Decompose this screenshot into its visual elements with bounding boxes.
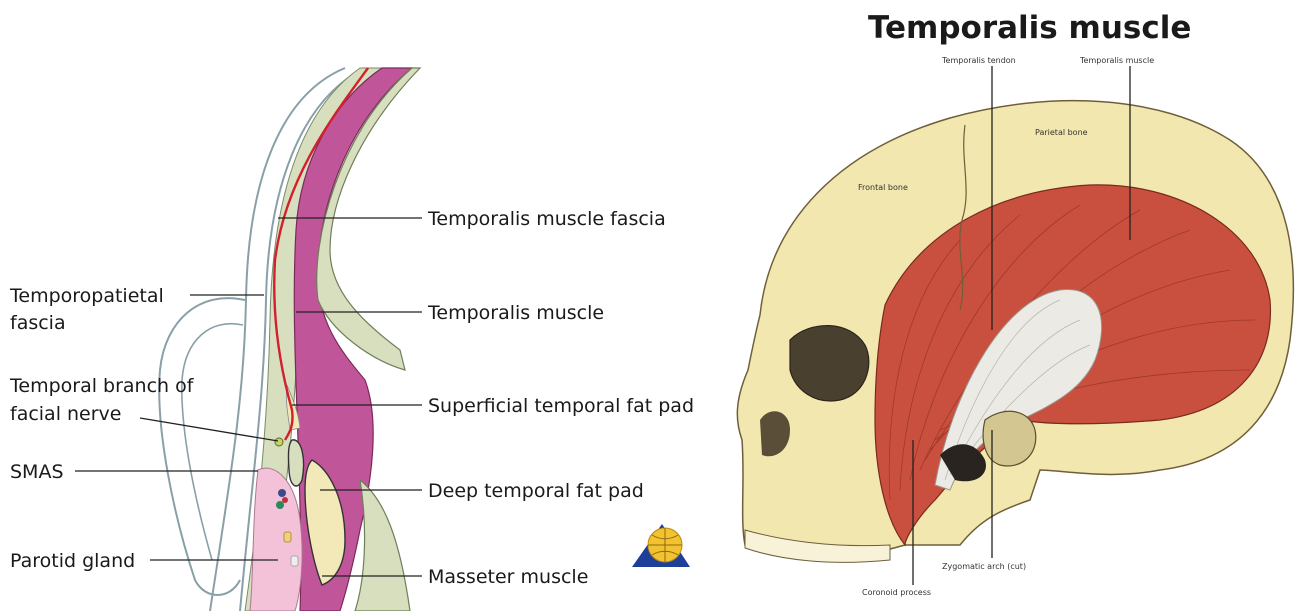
label-temporal-branch-2: facial nerve xyxy=(10,403,122,425)
vessel-dot-3 xyxy=(282,497,288,503)
parotid-duct-1 xyxy=(284,532,291,542)
label-temporoparietal-fascia-1: Temporopatietal xyxy=(9,285,164,307)
label-deep-temporal-fat-pad: Deep temporal fat pad xyxy=(428,480,644,502)
skull-illustration: Temporalis muscle xyxy=(737,10,1293,597)
parotid-gland-shape xyxy=(250,468,302,611)
parotid-duct-2 xyxy=(291,556,298,566)
label-temporalis-muscle-fascia: Temporalis muscle fascia xyxy=(427,208,666,230)
skull-panel-title: Temporalis muscle xyxy=(868,10,1191,46)
label-temporoparietal-fascia-2: fascia xyxy=(10,312,66,334)
zygomatic-piece xyxy=(288,440,303,486)
label-temporalis-tendon: Temporalis tendon xyxy=(941,56,1016,65)
ear-inner xyxy=(182,324,243,560)
vessel-dot-2 xyxy=(276,501,284,509)
label-temporal-branch-1: Temporal branch of xyxy=(9,375,195,397)
label-smas: SMAS xyxy=(10,461,64,483)
label-superficial-temporal-fat-pad: Superficial temporal fat pad xyxy=(428,395,694,417)
label-parotid-gland: Parotid gland xyxy=(10,550,135,572)
skull-orbit xyxy=(790,326,869,401)
publisher-globe-logo xyxy=(632,524,690,567)
label-frontal-bone: Frontal bone xyxy=(858,183,908,192)
label-parietal-bone: Parietal bone xyxy=(1035,128,1088,137)
ear-outline xyxy=(159,298,245,595)
bone-green-lower xyxy=(355,480,410,611)
label-coronoid-process: Coronoid process xyxy=(862,588,931,597)
label-masseter-muscle: Masseter muscle xyxy=(428,566,588,588)
nerve-branch-dot xyxy=(275,438,283,446)
cross-section-illustration: Temporopatietal fascia Temporal branch o… xyxy=(9,68,694,611)
zygomatic-arch-cut xyxy=(983,411,1036,466)
label-zygomatic-arch: Zygomatic arch (cut) xyxy=(942,562,1026,571)
label-temporalis-muscle: Temporalis muscle xyxy=(427,302,604,324)
label-skull-temporalis-muscle: Temporalis muscle xyxy=(1079,56,1154,65)
vessel-dot-1 xyxy=(278,489,286,497)
